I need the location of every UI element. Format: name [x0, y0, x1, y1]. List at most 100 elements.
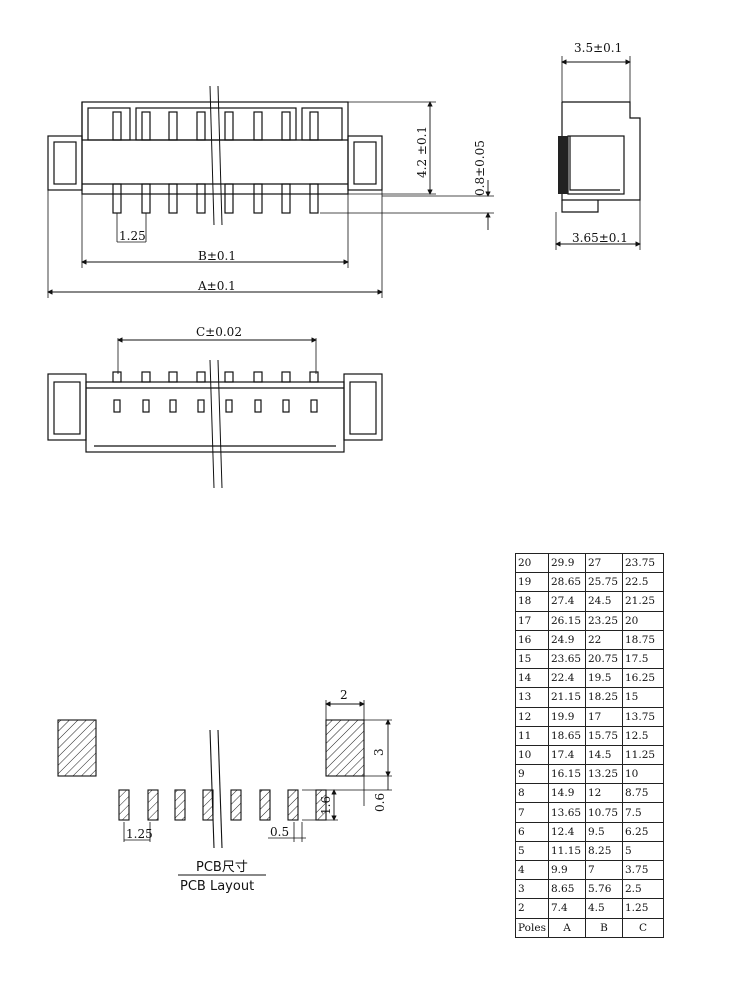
table-cell: 7.4 [548, 898, 586, 919]
bottom-pin [281, 183, 291, 214]
table-cell: 19.5 [585, 668, 623, 689]
table-cell: 17.5 [622, 648, 664, 670]
table-cell: 22.5 [622, 572, 664, 593]
table-cell: 11.25 [622, 744, 664, 766]
table-cell: 11.15 [548, 840, 586, 862]
table-cell: 26.15 [548, 610, 586, 631]
table-cell: 21.25 [622, 591, 664, 612]
table-cell: 17 [515, 610, 549, 631]
side-depth-bottom-label: 3.65±0.1 [572, 231, 628, 245]
table-cell: 4.5 [585, 898, 623, 919]
top-pin [141, 111, 151, 141]
table-cell: 13.25 [585, 764, 623, 785]
table-cell: 3 [515, 879, 549, 900]
table-cell: 11 [515, 725, 549, 746]
front-pin-slot [142, 399, 150, 413]
front-pin-top [168, 371, 178, 383]
front-pin-top [112, 371, 122, 383]
table-cell: 27.4 [548, 591, 586, 612]
table-cell: 12.4 [548, 821, 586, 842]
table-cell: 18.65 [548, 725, 586, 746]
pcb-pin-offset-label: 0.6 [373, 793, 387, 812]
pcb-pin-length-label: 1.6 [319, 796, 333, 815]
pcb-mount-pad-left [57, 719, 97, 777]
front-pin-slot [197, 399, 205, 413]
table-cell: 5.76 [585, 879, 623, 900]
pcb-pin-pads [118, 789, 327, 821]
pcb-pad-width-label: 2 [340, 688, 348, 702]
table-header-cell: C [622, 917, 664, 938]
table-cell: 16 [515, 629, 549, 650]
table-cell: 20 [515, 552, 549, 574]
table-cell: 23.65 [548, 648, 586, 670]
front-pin-top [224, 371, 234, 383]
top-pin [196, 111, 206, 141]
pcb-mount-pad-right [325, 719, 365, 777]
pcb-pin-pad [174, 789, 186, 821]
table-cell: 15 [515, 648, 549, 670]
table-cell: 9.9 [548, 859, 586, 881]
table-cell: 19.9 [548, 706, 586, 727]
table-cell: 17.4 [548, 744, 586, 766]
dim-b-label: B±0.1 [198, 249, 236, 263]
table-cell: 6 [515, 821, 549, 842]
table-cell: 23.75 [622, 552, 664, 574]
bottom-pins [112, 183, 319, 214]
front-pin-slot [310, 399, 318, 413]
pcb-pin-pad [259, 789, 271, 821]
side-view [555, 56, 641, 250]
bottom-pin [224, 183, 234, 214]
front-pin-top [309, 371, 319, 383]
table-cell: 13.75 [622, 706, 664, 727]
top-pin [224, 111, 234, 141]
table-cell: 8.25 [585, 840, 623, 862]
table-cell: 14.9 [548, 783, 586, 804]
table-header-cell: Poles [515, 917, 549, 938]
table-cell: 15 [622, 687, 664, 708]
table-cell: 12.5 [622, 725, 664, 746]
front-pin-top [141, 371, 151, 383]
bottom-pin [112, 183, 122, 214]
pcb-pin-pad [202, 789, 214, 821]
front-pin-slot [225, 399, 233, 413]
table-cell: 24.9 [548, 629, 586, 650]
table-cell: 7 [515, 802, 549, 823]
table-cell: 6.25 [622, 821, 664, 842]
table-cell: 20 [622, 610, 664, 631]
front-pin-top [253, 371, 263, 383]
table-cell: 10.75 [585, 802, 623, 823]
table-cell: 16.25 [622, 668, 664, 689]
dim-c-label: C±0.02 [196, 325, 242, 339]
table-cell: 9 [515, 764, 549, 785]
pcb-pin-pad [230, 789, 242, 821]
table-cell: 5 [622, 840, 664, 862]
table-cell: 7.5 [622, 802, 664, 823]
front-pin-top [196, 371, 206, 383]
top-pin [281, 111, 291, 141]
table-cell: 22 [585, 629, 623, 650]
table-cell: 1.25 [622, 898, 664, 919]
pcb-pin-pad [147, 789, 159, 821]
table-cell: 10 [515, 744, 549, 766]
table-cell: 24.5 [585, 591, 623, 612]
table-cell: 19 [515, 572, 549, 593]
table-cell: 14 [515, 668, 549, 689]
front-pin-slot [254, 399, 262, 413]
pcb-pin-pad [287, 789, 299, 821]
table-cell: 13.65 [548, 802, 586, 823]
bottom-pin [309, 183, 319, 214]
table-cell: 15.75 [585, 725, 623, 746]
bottom-pin [168, 183, 178, 214]
